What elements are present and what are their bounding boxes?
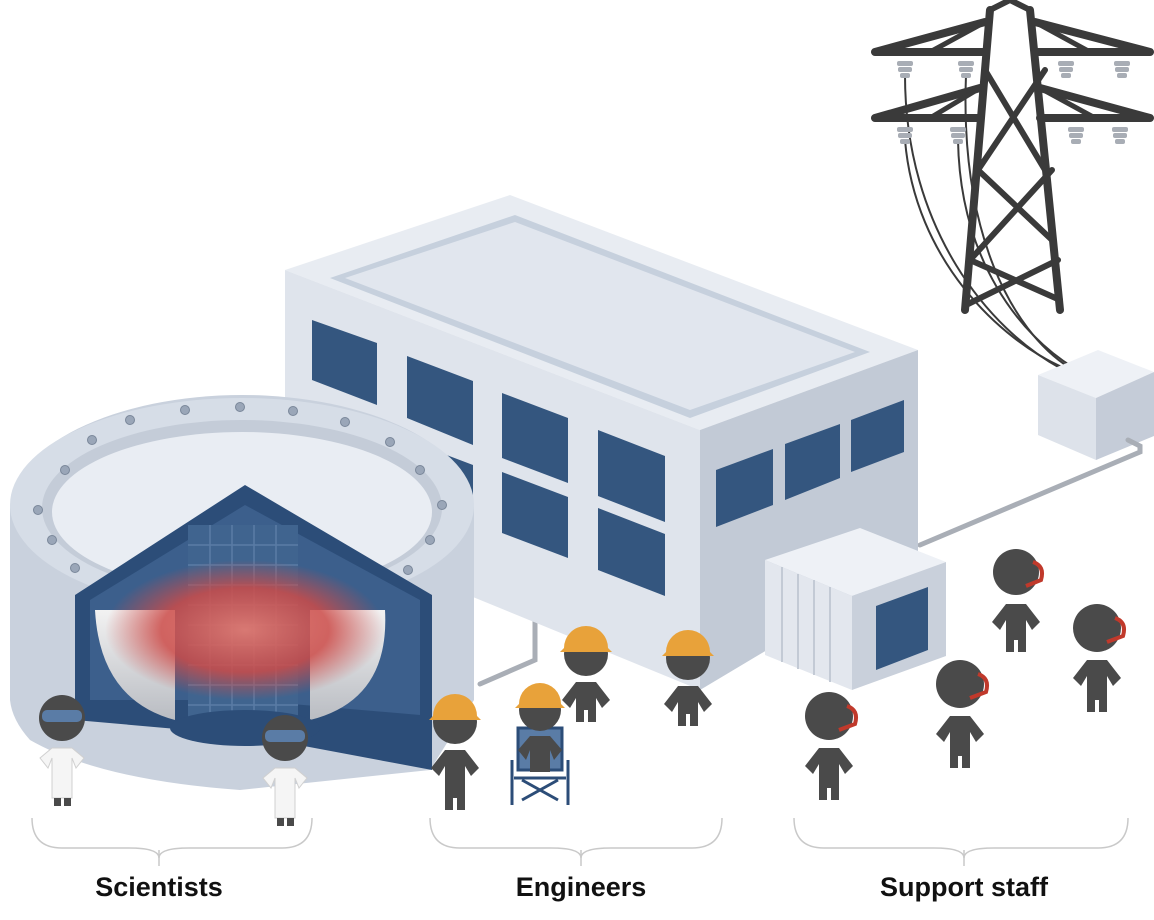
engineer-icon: [560, 626, 612, 722]
support-staff-icon: [805, 692, 858, 800]
group-brackets: [31, 817, 1129, 866]
label-engineers: Engineers: [515, 872, 647, 902]
transformer-box-icon: [1038, 350, 1154, 460]
fusion-reactor-icon: [10, 395, 474, 790]
engineer-icon: [429, 694, 481, 810]
support-staff-icon: [936, 660, 989, 768]
scientist-icon: [262, 715, 308, 826]
annex-building-icon: [765, 528, 946, 690]
power-pylon-icon: [871, 0, 1154, 369]
label-scientists: Scientists: [95, 872, 223, 902]
scientist-icon: [39, 695, 85, 806]
plasma-glow: [105, 560, 385, 700]
support-staff-icon: [1073, 604, 1126, 712]
support-staff-icon: [992, 549, 1044, 652]
insulator-icons: [897, 61, 1130, 144]
label-support-staff: Support staff: [880, 872, 1048, 902]
engineer-wheelchair-icon: [510, 683, 570, 805]
engineer-icon: [662, 630, 714, 726]
bracket-support: [793, 817, 1129, 859]
office-building-icon: [285, 195, 918, 690]
bracket-engineers: [429, 817, 723, 859]
bracket-scientists: [31, 817, 313, 859]
